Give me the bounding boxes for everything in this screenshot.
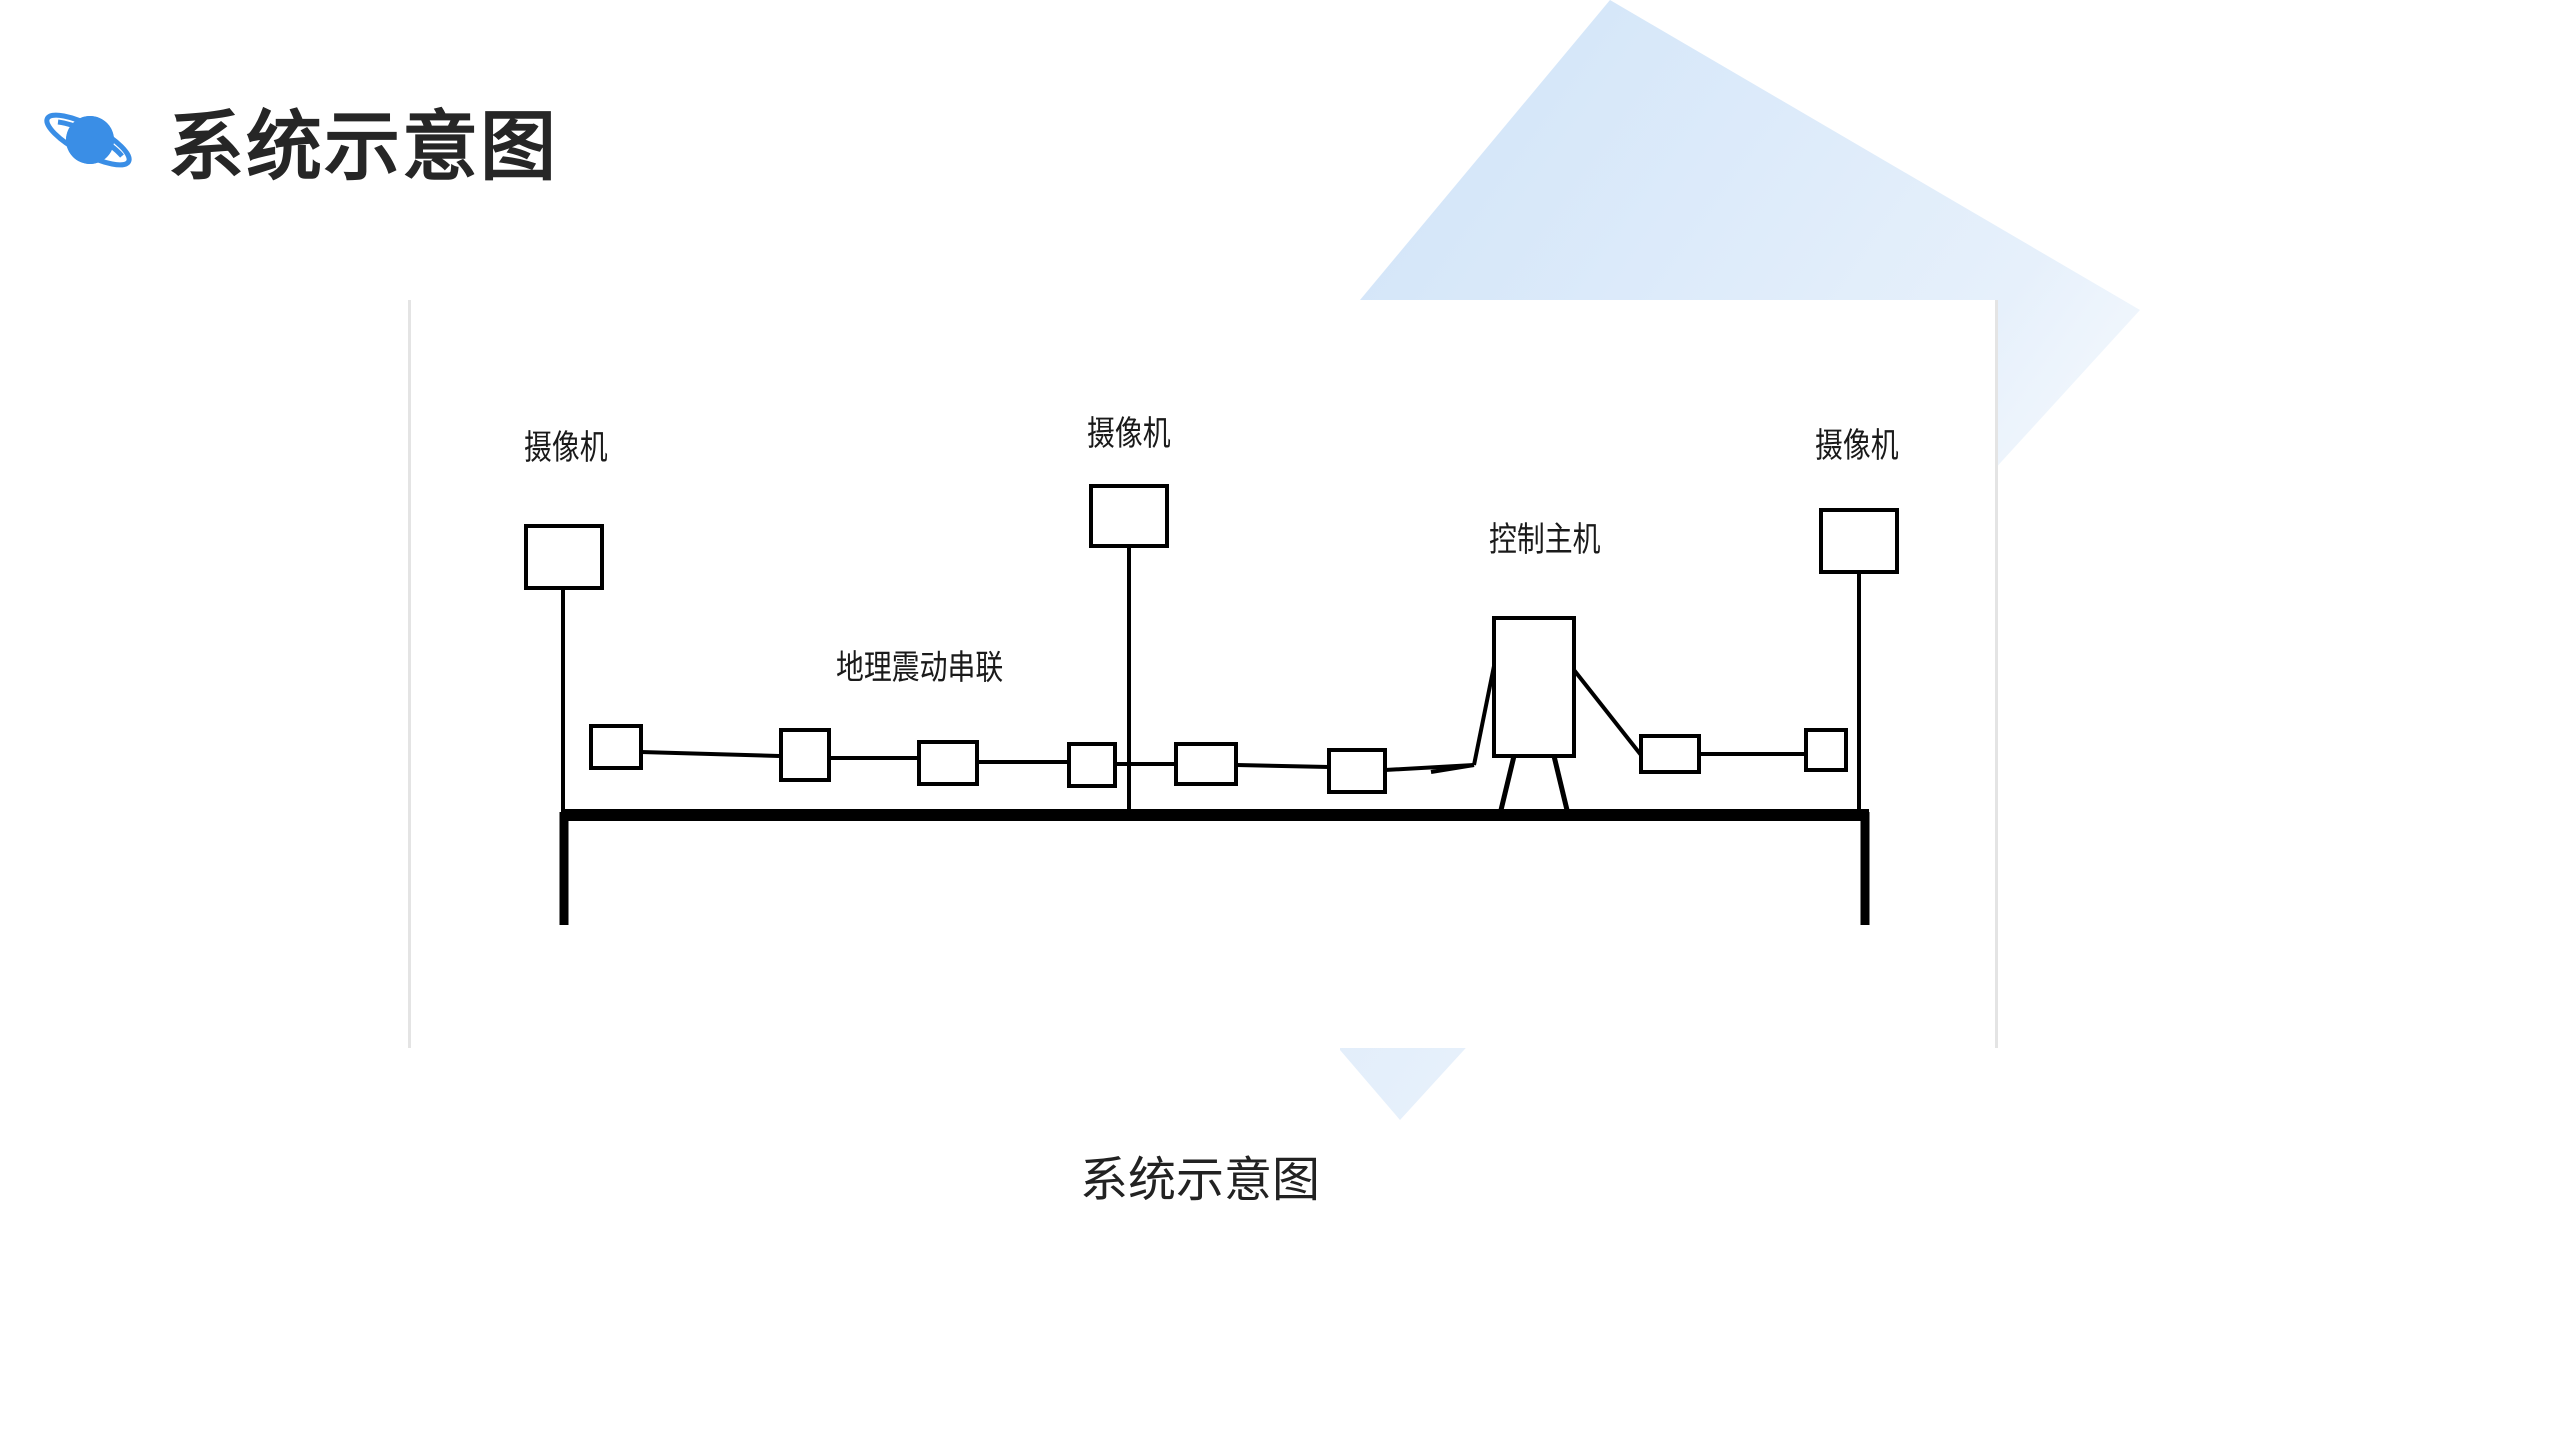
camera-box-center xyxy=(1089,484,1169,548)
control-host-box xyxy=(1492,616,1576,758)
control-host-leg-right xyxy=(1551,755,1570,811)
diagram-drawing xyxy=(524,484,1899,925)
host-link-left-up xyxy=(1472,665,1496,766)
sensor-node-5 xyxy=(1174,742,1238,786)
camera-box-right xyxy=(1819,508,1899,574)
sensor-node-3 xyxy=(917,740,979,786)
sensor-node-4 xyxy=(1067,742,1117,788)
control-host-leg-left xyxy=(1498,755,1517,811)
label-control-host: 控制主机 xyxy=(1489,520,1601,560)
host-link-right xyxy=(1572,668,1643,757)
camera-box-left xyxy=(524,524,604,590)
sensor-node-8 xyxy=(1804,728,1848,772)
label-geo-vibration-series: 地理震动串联 xyxy=(836,648,1004,688)
planet-icon xyxy=(44,112,132,168)
figure-caption: 系统示意图 xyxy=(1080,1152,1321,1208)
page-title: 系统示意图 xyxy=(168,102,558,191)
sensor-node-2 xyxy=(779,728,831,782)
system-diagram: 摄像机 摄像机 摄像机 控制主机 地理震动串联 xyxy=(408,300,1998,1048)
sensor-node-7 xyxy=(1639,734,1701,774)
page-header: 系统示意图 xyxy=(38,80,558,200)
label-camera-right: 摄像机 xyxy=(1815,426,1899,466)
label-camera-left: 摄像机 xyxy=(524,428,608,468)
sensor-node-6 xyxy=(1327,748,1387,794)
label-camera-center: 摄像机 xyxy=(1087,414,1171,454)
sensor-node-1 xyxy=(589,724,643,770)
